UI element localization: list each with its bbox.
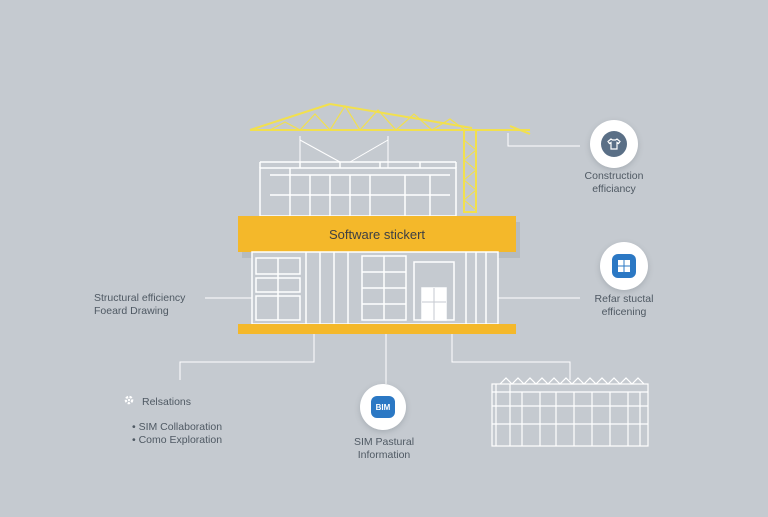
- banner-bar: [238, 216, 516, 252]
- structural-label-line2: Foeard Drawing: [94, 305, 169, 317]
- connector-bottom-left: [179, 334, 315, 380]
- windows-icon: [612, 254, 636, 278]
- crane: [249, 103, 531, 213]
- construction-node[interactable]: [590, 120, 638, 168]
- bim-label: SIM Pastural Information: [338, 436, 430, 462]
- lower-floor: [251, 251, 499, 325]
- relations-item-2: Como Exploration: [138, 434, 223, 446]
- bim-label-line1: SIM Pastural: [353, 436, 415, 448]
- bim-node[interactable]: BIM: [360, 384, 406, 430]
- relations-item-1: SIM Collaboration: [138, 421, 223, 433]
- refar-label: Refar stuctal efficening: [582, 293, 666, 319]
- connector-top-right: [507, 133, 580, 147]
- shirt-icon: [601, 131, 627, 157]
- construction-label: Construction efficiancy: [572, 170, 656, 196]
- construction-label-line1: Construction: [584, 170, 644, 182]
- gear-icon: [122, 393, 136, 411]
- construction-label-line2: efficiancy: [592, 183, 636, 195]
- bim-icon: BIM: [371, 396, 395, 418]
- refar-label-line2: efficening: [601, 306, 647, 318]
- connector-bottom-right: [451, 334, 571, 380]
- refar-node[interactable]: [600, 242, 648, 290]
- bim-icon-text: BIM: [375, 402, 391, 412]
- upper-floor: [259, 161, 457, 217]
- structural-label-line1: Structural efficiency: [94, 292, 186, 304]
- base-slab: [238, 324, 516, 334]
- structural-label: Structural efficiency Foeard Drawing: [94, 292, 185, 318]
- banner-label: Software stickert: [328, 226, 426, 242]
- relations-title: Relsations: [142, 395, 192, 408]
- small-building-outline: [491, 377, 649, 447]
- bim-label-line2: Information: [357, 449, 411, 461]
- refar-label-line1: Refar stuctal: [594, 293, 654, 305]
- relations-block: Relsations • SIM Collaboration • Como Ex…: [122, 393, 222, 447]
